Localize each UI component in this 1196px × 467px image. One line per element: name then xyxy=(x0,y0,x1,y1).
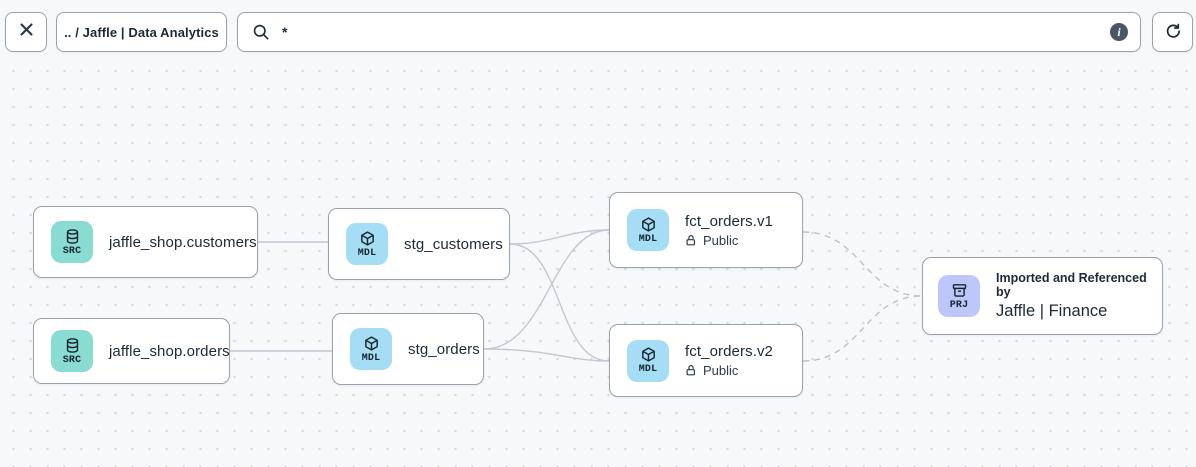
model-badge: MDL xyxy=(346,223,388,265)
access-row: Public xyxy=(685,233,773,248)
search-input[interactable] xyxy=(282,24,1110,40)
node-model-stg-orders[interactable]: MDL stg_orders xyxy=(332,313,484,385)
close-icon xyxy=(19,22,34,42)
node-title: Jaffle | Finance xyxy=(996,302,1108,320)
breadcrumb[interactable]: .. / Jaffle | Data Analytics xyxy=(56,12,227,52)
source-badge: SRC xyxy=(51,330,93,372)
source-badge: SRC xyxy=(51,221,93,263)
cube-icon xyxy=(641,216,655,232)
badge-label: MDL xyxy=(638,233,658,245)
refresh-icon xyxy=(1164,23,1182,41)
access-label: Public xyxy=(703,232,739,248)
cube-icon xyxy=(364,335,378,351)
node-model-fct-orders-v2[interactable]: MDL fct_orders.v2 Public xyxy=(609,324,803,397)
search-box: i xyxy=(237,12,1141,52)
badge-label: MDL xyxy=(638,364,658,375)
refresh-button[interactable] xyxy=(1152,12,1193,52)
access-label: Public xyxy=(703,363,739,378)
node-title: jaffle_shop.orders xyxy=(109,342,230,360)
project-badge: PRJ xyxy=(938,275,980,317)
database-icon xyxy=(66,228,78,244)
lock-open-icon xyxy=(686,365,696,376)
badge-label: SRC xyxy=(62,354,82,366)
badge-label: PRJ xyxy=(949,299,969,311)
node-model-stg-customers[interactable]: MDL stg_customers xyxy=(328,208,510,280)
breadcrumb-label: .. / Jaffle | Data Analytics xyxy=(64,24,219,40)
cube-icon xyxy=(641,347,655,362)
badge-label: MDL xyxy=(357,247,377,259)
lineage-toolbar: .. / Jaffle | Data Analytics i xyxy=(0,0,1196,55)
database-icon xyxy=(66,337,78,353)
badge-label: MDL xyxy=(361,352,381,364)
model-badge: MDL xyxy=(627,209,669,251)
close-button[interactable] xyxy=(5,12,47,52)
info-icon[interactable]: i xyxy=(1110,23,1128,41)
node-title: fct_orders.v2 xyxy=(685,343,774,360)
node-pretitle: Imported and Referenced by xyxy=(996,271,1147,299)
model-badge: MDL xyxy=(350,328,392,370)
node-title: stg_orders xyxy=(408,340,480,358)
access-row: Public xyxy=(685,363,773,378)
model-badge: MDL xyxy=(627,339,669,382)
node-title: stg_customers xyxy=(404,235,503,253)
node-src-jaffle-shop-orders[interactable]: SRC jaffle_shop.orders xyxy=(33,318,230,384)
node-model-fct-orders-v1[interactable]: MDL fct_orders.v1 Public xyxy=(609,192,803,268)
node-title: fct_orders.v1 xyxy=(685,212,774,230)
search-icon xyxy=(252,23,270,41)
cube-icon xyxy=(360,230,374,246)
lock-open-icon xyxy=(686,234,696,245)
badge-label: SRC xyxy=(62,245,82,257)
node-title: jaffle_shop.customers xyxy=(109,233,257,251)
node-src-jaffle-shop-customers[interactable]: SRC jaffle_shop.customers xyxy=(33,206,258,278)
archive-box-icon xyxy=(952,283,966,297)
node-project-jaffle-finance[interactable]: PRJ Imported and Referenced by Jaffle | … xyxy=(922,257,1163,335)
